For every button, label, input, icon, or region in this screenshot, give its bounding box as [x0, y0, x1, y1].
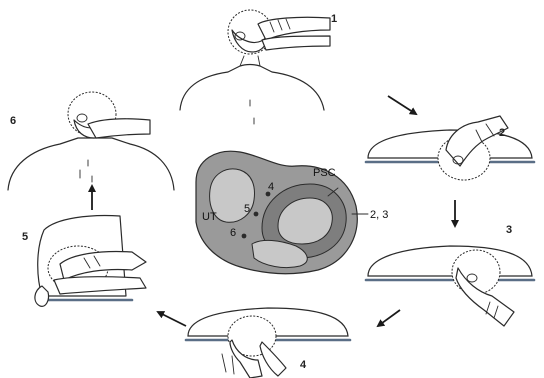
- inner-ear-labyrinth: [196, 151, 368, 273]
- arrow-4-to-5: [158, 312, 186, 326]
- psc-label: PSC: [313, 167, 336, 179]
- step-5-side-lying-figure: [35, 216, 146, 307]
- arrow-1-to-2: [388, 96, 416, 114]
- step-3-supine-figure: [366, 246, 534, 326]
- otolith-position-6: [242, 234, 247, 239]
- step-2-label: 2: [499, 127, 505, 139]
- step-2-supine-figure: [366, 116, 534, 180]
- position-6-label: 6: [230, 227, 236, 239]
- position-4-label: 4: [268, 181, 274, 193]
- position-5-label: 5: [244, 203, 250, 215]
- ut-label: UT: [202, 211, 217, 223]
- otolith-position-5: [254, 212, 259, 217]
- step-6-label: 6: [10, 115, 16, 127]
- step-1-label: 1: [331, 13, 337, 25]
- step-4-side-lying-figure: [186, 308, 350, 378]
- step-4-label: 4: [300, 359, 307, 371]
- step-1-seated-figure: [180, 10, 330, 124]
- step-3-label: 3: [506, 224, 512, 236]
- step-6-seated-figure: [8, 92, 174, 190]
- step-5-label: 5: [22, 231, 28, 243]
- position-23-label: 2, 3: [370, 209, 388, 221]
- arrow-3-to-4: [378, 310, 400, 326]
